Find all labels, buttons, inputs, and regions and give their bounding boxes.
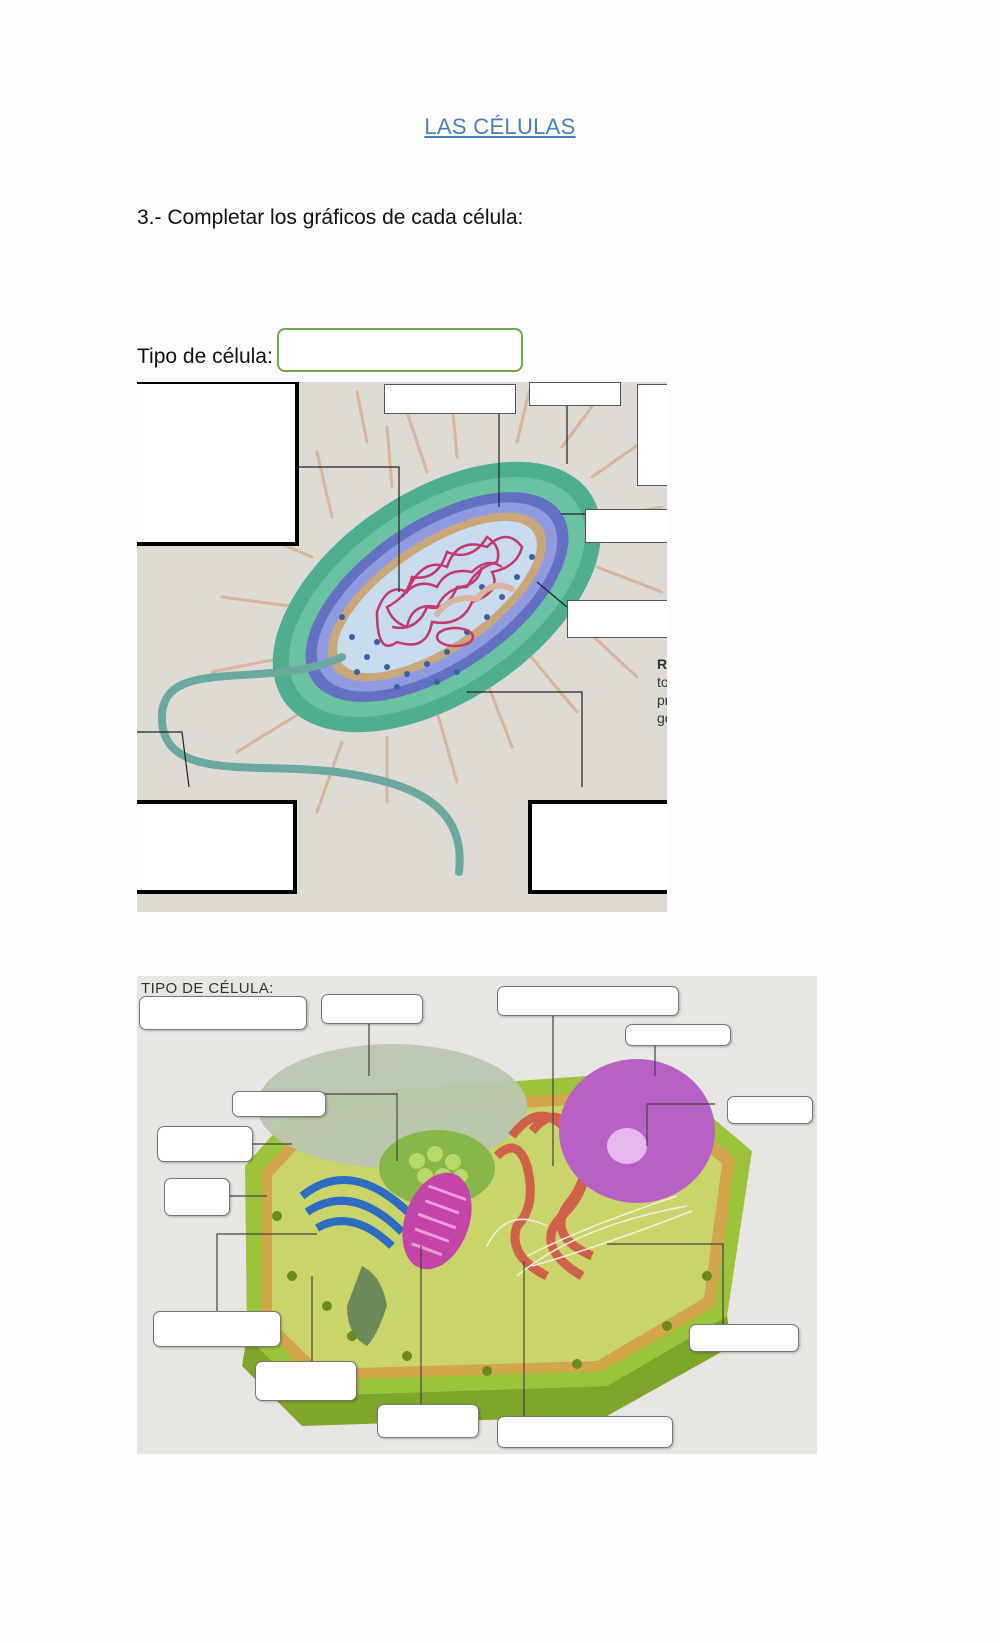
- plant-label-box-10[interactable]: [255, 1361, 357, 1401]
- plant-cell-type-box[interactable]: [139, 996, 307, 1030]
- bacteria-label-box-2[interactable]: [384, 384, 516, 414]
- bacteria-label-box-6[interactable]: [567, 600, 667, 638]
- ribosomes: [339, 554, 535, 690]
- cytoskeleton: [486, 1195, 693, 1277]
- svg-text:pr: pr: [657, 692, 667, 708]
- bacteria-label-box-3[interactable]: [529, 382, 621, 406]
- plant-leader-lines: [216, 1016, 724, 1416]
- golgi-apparatus: [299, 1176, 415, 1249]
- bacteria-illustration: R to pr go: [137, 390, 667, 876]
- mesosome: [434, 582, 515, 617]
- plant-label-box-9[interactable]: [153, 1311, 281, 1347]
- bacteria-label-box-7[interactable]: [137, 800, 297, 894]
- plant-label-box-4[interactable]: [625, 1024, 731, 1046]
- bacteria-label-box-4[interactable]: [637, 384, 667, 486]
- plant-label-box-5[interactable]: [232, 1091, 326, 1117]
- bacteria-label-box-1[interactable]: [137, 382, 299, 546]
- svg-text:go: go: [657, 710, 667, 726]
- plant-label-box-2[interactable]: [321, 994, 423, 1024]
- bacteria-diagram: R to pr go: [137, 382, 667, 912]
- cell-type-answer-input[interactable]: [277, 328, 523, 372]
- cell-type-label: Tipo de célula:: [137, 345, 273, 368]
- svg-text:to: to: [657, 674, 667, 690]
- plant-label-box-3[interactable]: [497, 986, 679, 1016]
- flagellum: [157, 653, 464, 876]
- plant-label-box-7[interactable]: [157, 1126, 253, 1162]
- mitochondrion-cristae: [411, 1184, 467, 1257]
- nucleolus: [607, 1128, 647, 1164]
- svg-text:R: R: [657, 656, 667, 672]
- plant-label-box-8[interactable]: [164, 1178, 230, 1216]
- bacteria-label-box-5[interactable]: [585, 509, 667, 543]
- plant-cell-illustration: [216, 1016, 752, 1426]
- plant-label-box-6[interactable]: [727, 1096, 813, 1124]
- cell-wall-side: [242, 1316, 732, 1426]
- vesicle: [347, 1266, 387, 1346]
- plant-label-box-11[interactable]: [377, 1404, 479, 1438]
- bacteria-leader-lines: [137, 404, 587, 788]
- plant-label-box-13[interactable]: [689, 1324, 799, 1352]
- plant-cell-type-heading: TIPO DE CÉLULA:: [141, 980, 274, 997]
- plant-label-box-12[interactable]: [497, 1416, 673, 1448]
- document-title: LAS CÉLULAS: [424, 114, 576, 139]
- plant-cell-diagram: TIPO DE CÉLULA:: [137, 976, 817, 1454]
- plasmid: [435, 626, 475, 648]
- bacteria-label-box-8[interactable]: [528, 800, 667, 894]
- cropped-side-text: R to pr go: [657, 656, 667, 726]
- instruction-text: 3.- Completar los gráficos de cada célul…: [137, 206, 524, 229]
- plasmodesmata: [272, 1211, 712, 1376]
